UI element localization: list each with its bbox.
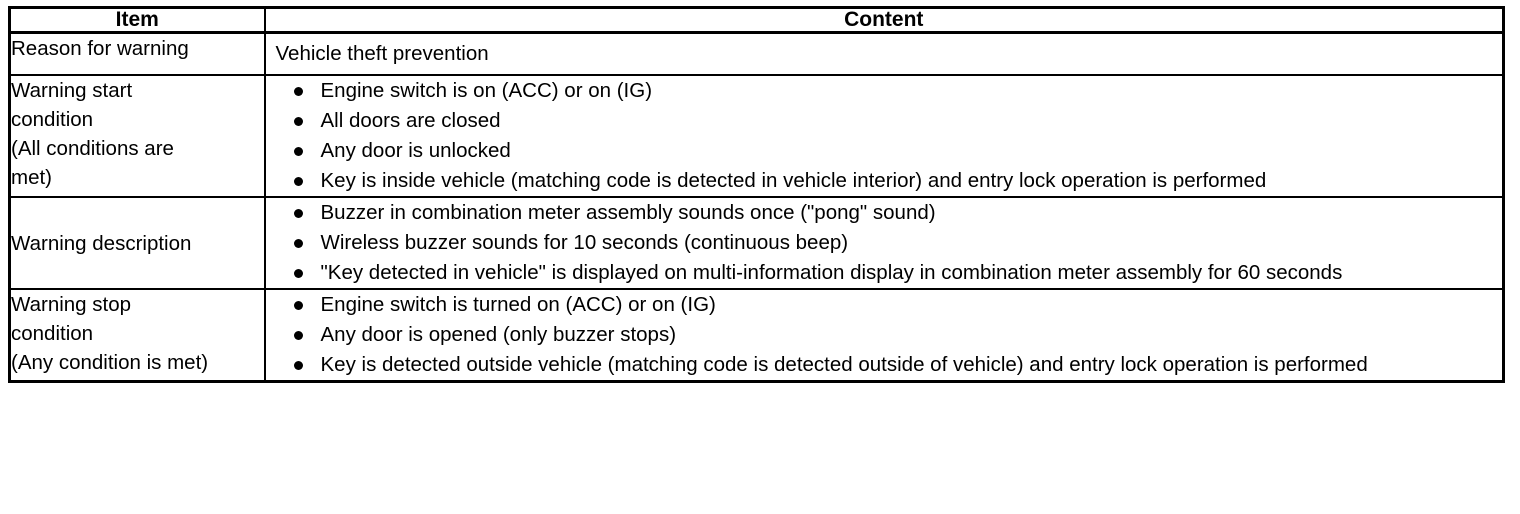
bullet-icon: [293, 239, 303, 248]
table-body: Reason for warning Vehicle theft prevent…: [8, 31, 1505, 383]
table-row: Reason for warning Vehicle theft prevent…: [8, 31, 1505, 76]
list-item-text: Engine switch is turned on (ACC) or on (…: [320, 293, 716, 316]
bullet-icon: [293, 331, 303, 340]
bullet-list: Engine switch is turned on (ACC) or on (…: [266, 290, 1503, 380]
bullet-icon: [293, 209, 303, 218]
list-item-text: Key is inside vehicle (matching code is …: [320, 169, 1267, 192]
item-label-line: Warning stop: [11, 293, 132, 316]
list-item: Buzzer in combination meter assembly sou…: [266, 198, 1503, 228]
table-row: Warning description Buzzer in combinatio…: [8, 196, 1505, 290]
table-header: Item Content: [8, 6, 1505, 34]
row-content: Engine switch is turned on (ACC) or on (…: [263, 288, 1505, 383]
list-item-text: "Key detected in vehicle" is displayed o…: [320, 261, 1343, 284]
item-label-line: (All conditions are: [11, 137, 174, 160]
list-item-text: Any door is unlocked: [320, 139, 511, 162]
list-item: Key is detected outside vehicle (matchin…: [266, 350, 1503, 380]
row-content: Vehicle theft prevention: [263, 31, 1505, 76]
list-item-text: Buzzer in combination meter assembly sou…: [320, 201, 936, 224]
bullet-icon: [293, 117, 303, 126]
row-item-label: Warning stop condition (Any condition is…: [8, 288, 266, 383]
row-content: Engine switch is on (ACC) or on (IG) All…: [263, 74, 1505, 198]
item-label-line: Reason for warning: [11, 37, 189, 60]
row-item-label: Warning start condition (All conditions …: [8, 74, 266, 198]
list-item: Any door is opened (only buzzer stops): [266, 320, 1503, 350]
item-label-line: met): [11, 166, 52, 189]
list-item: Wireless buzzer sounds for 10 seconds (c…: [266, 228, 1503, 258]
item-label-line: (Any condition is met): [11, 351, 209, 374]
list-item-text: Wireless buzzer sounds for 10 seconds (c…: [320, 231, 849, 254]
list-item: Key is inside vehicle (matching code is …: [266, 166, 1503, 196]
column-header-item: Item: [8, 6, 266, 34]
bullet-list: Buzzer in combination meter assembly sou…: [266, 198, 1503, 288]
item-label-line: condition: [11, 108, 94, 131]
bullet-icon: [293, 361, 303, 370]
list-item: Engine switch is turned on (ACC) or on (…: [266, 290, 1503, 320]
list-item: Any door is unlocked: [266, 136, 1503, 166]
warning-specification-table: Item Content Reason for warning Vehicle …: [8, 6, 1505, 383]
row-item-label: Warning description: [8, 196, 266, 290]
table-row: Warning start condition (All conditions …: [8, 74, 1505, 198]
bullet-list: Engine switch is on (ACC) or on (IG) All…: [266, 76, 1503, 196]
table-row: Warning stop condition (Any condition is…: [8, 288, 1505, 383]
row-item-label: Reason for warning: [8, 31, 266, 76]
list-item: "Key detected in vehicle" is displayed o…: [266, 258, 1503, 288]
bullet-icon: [293, 301, 303, 310]
bullet-icon: [293, 177, 303, 186]
bullet-icon: [293, 87, 303, 96]
list-item-text: Key is detected outside vehicle (matchin…: [320, 353, 1368, 376]
row-content: Buzzer in combination meter assembly sou…: [263, 196, 1505, 290]
list-item: Engine switch is on (ACC) or on (IG): [266, 76, 1503, 106]
list-item: All doors are closed: [266, 106, 1503, 136]
bullet-icon: [293, 147, 303, 156]
table-header-row: Item Content: [8, 6, 1505, 34]
bullet-icon: [293, 269, 303, 278]
list-item-text: Any door is opened (only buzzer stops): [320, 323, 677, 346]
item-label-line: condition: [11, 322, 94, 345]
content-text: Vehicle theft prevention: [275, 42, 489, 65]
item-label-line: Warning description: [11, 231, 192, 255]
list-item-text: Engine switch is on (ACC) or on (IG): [320, 79, 653, 102]
list-item-text: All doors are closed: [320, 109, 501, 132]
item-label-line: Warning start: [11, 79, 133, 102]
column-header-content: Content: [263, 6, 1505, 34]
